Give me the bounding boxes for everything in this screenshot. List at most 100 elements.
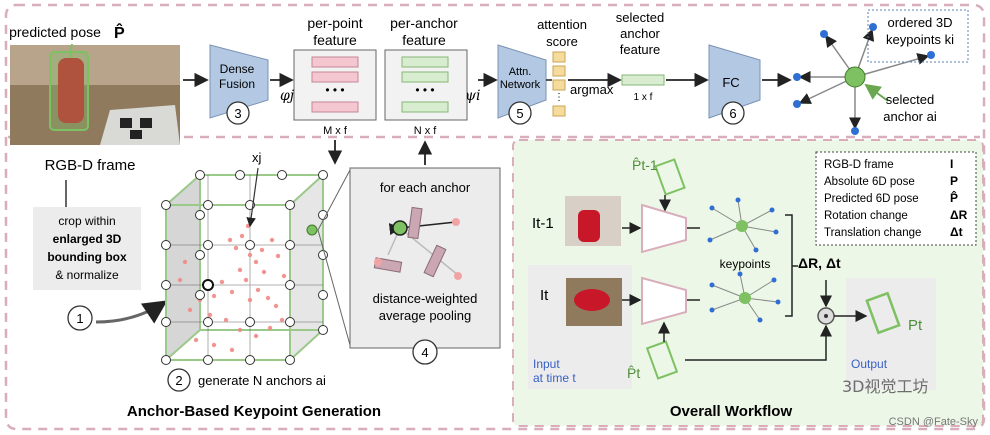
per-anchor-label-1: per-anchor	[390, 15, 458, 31]
dense-fusion-label-1: Dense	[220, 62, 255, 76]
for-each-anchor-label: for each anchor	[380, 180, 471, 195]
anchor-based-title: Anchor-Based Keypoint Generation	[127, 403, 381, 420]
pooling-panel	[349, 167, 501, 349]
workflow-keypoints-label: keypoints	[720, 257, 771, 271]
it-1-label: It-1	[532, 215, 554, 232]
mxf-label: M x f	[323, 125, 348, 137]
crop-line-3: bounding box	[47, 250, 127, 264]
pose-pointer	[69, 43, 73, 59]
step-number-2: 2	[175, 373, 182, 388]
fc-label: FC	[722, 75, 739, 90]
psi-label: ψi	[465, 88, 480, 104]
selected-anchor-feature-1: selected	[616, 10, 664, 25]
outer-dashed-frame	[4, 3, 986, 431]
attention-score-label-1: attention	[537, 17, 587, 32]
xj-pointer	[246, 167, 259, 228]
rgbd-photo	[10, 45, 180, 145]
crop-line-2: enlarged 3D	[53, 232, 122, 246]
pose-box-t-1	[654, 158, 686, 196]
frame-t-1-can	[578, 210, 600, 242]
step-circle-3	[226, 101, 250, 125]
per-point-ellipsis: • • •	[325, 83, 344, 97]
argmax-label: argmax	[570, 82, 614, 97]
crop-line-4: & normalize	[55, 268, 119, 282]
selected-anchor-2: anchor ai	[883, 109, 937, 124]
input-time-label-1: Input	[533, 357, 560, 371]
legend-symbol: I	[950, 157, 953, 171]
output-pose-box	[865, 291, 901, 335]
ordered-keypoints-1: ordered 3D	[887, 15, 952, 30]
rgbd-frame-label: RGB-D frame	[45, 157, 136, 174]
output-panel	[846, 278, 936, 390]
legend-name: Predicted 6D pose	[824, 193, 919, 205]
step-circle-6	[721, 101, 745, 125]
per-anchor-ellipsis: • • •	[415, 83, 434, 97]
step-number-4: 4	[421, 345, 428, 360]
per-point-label-1: per-point	[307, 15, 362, 31]
step-circle-2	[167, 368, 191, 392]
pooling-illustration	[373, 206, 462, 280]
it-label: It	[540, 287, 549, 304]
workflow-anchor-top	[736, 220, 748, 232]
generate-anchors-label: generate N anchors ai	[198, 373, 326, 388]
pose-box-t	[645, 340, 679, 380]
per-point-bar	[311, 56, 359, 68]
dense-fusion-block	[209, 44, 269, 119]
selected-anchor-1: selected	[886, 92, 934, 107]
predicted-pose-label: predicted pose	[9, 24, 101, 40]
crop-to-cube-arrow	[95, 300, 168, 324]
nxf-label: N x f	[414, 125, 438, 137]
keypoint-dot	[820, 30, 828, 38]
step-number-3: 3	[234, 106, 241, 121]
overall-workflow-title: Overall Workflow	[670, 403, 793, 420]
input-time-label-2: at time t	[533, 371, 576, 385]
legend-symbol: ΔR	[950, 208, 968, 222]
step-circle-4	[412, 339, 438, 365]
step-circle-1	[67, 305, 93, 331]
dense-fusion-label-2: Fusion	[219, 77, 255, 91]
combine-node-center	[824, 314, 828, 318]
selected-anchor-feature-3: feature	[620, 42, 660, 57]
encoder-top	[641, 203, 687, 254]
legend-name: Rotation change	[824, 210, 908, 222]
legend-symbol: Δt	[950, 225, 963, 239]
workflow-keypoint-dots-bottom	[709, 271, 781, 323]
pooling-label-2: average pooling	[379, 308, 472, 323]
workflow-anchor-bottom	[739, 292, 751, 304]
step-number-6: 6	[729, 106, 736, 121]
zoom-line	[317, 229, 351, 346]
keypoint-dot	[869, 23, 877, 31]
attn-label-2: Network	[500, 79, 541, 91]
predicted-pose-symbol: P̂	[114, 22, 125, 42]
legend-name: Translation change	[824, 227, 921, 239]
keypoint-dot	[793, 100, 801, 108]
step-number-1: 1	[76, 311, 83, 326]
selected-anchor-feature-2: anchor	[620, 26, 660, 41]
per-point-bar	[311, 71, 359, 83]
xj-label: xj	[252, 150, 262, 165]
workflow-keypoint-dots-top	[707, 197, 779, 253]
pt-to-combine	[685, 324, 832, 361]
selected-anchor-pointer	[864, 83, 889, 102]
per-anchor-bar	[401, 101, 449, 113]
attn-network-block	[497, 44, 547, 119]
fc-block	[708, 44, 761, 119]
attention-cell	[552, 79, 566, 91]
per-anchor-label-2: feature	[402, 32, 446, 48]
keypoint-dot	[851, 127, 859, 135]
zoom-line	[317, 169, 351, 231]
frame-t-can	[574, 289, 610, 311]
legend-name: Absolute 6D pose	[824, 176, 915, 188]
crop-line-1: crop within	[58, 214, 115, 228]
phi-label: φj	[280, 88, 295, 104]
watermark-cn: 3D视觉工坊	[842, 377, 929, 396]
pooling-label-1: distance-weighted	[373, 291, 478, 306]
pt-hat-label: P̂t	[627, 365, 640, 381]
keypoints-legend-box	[867, 9, 969, 63]
per-point-label-2: feature	[313, 32, 357, 48]
merge-bracket	[785, 214, 798, 317]
keypoint-dot	[927, 51, 935, 59]
legend-symbol: P̂	[950, 190, 958, 205]
